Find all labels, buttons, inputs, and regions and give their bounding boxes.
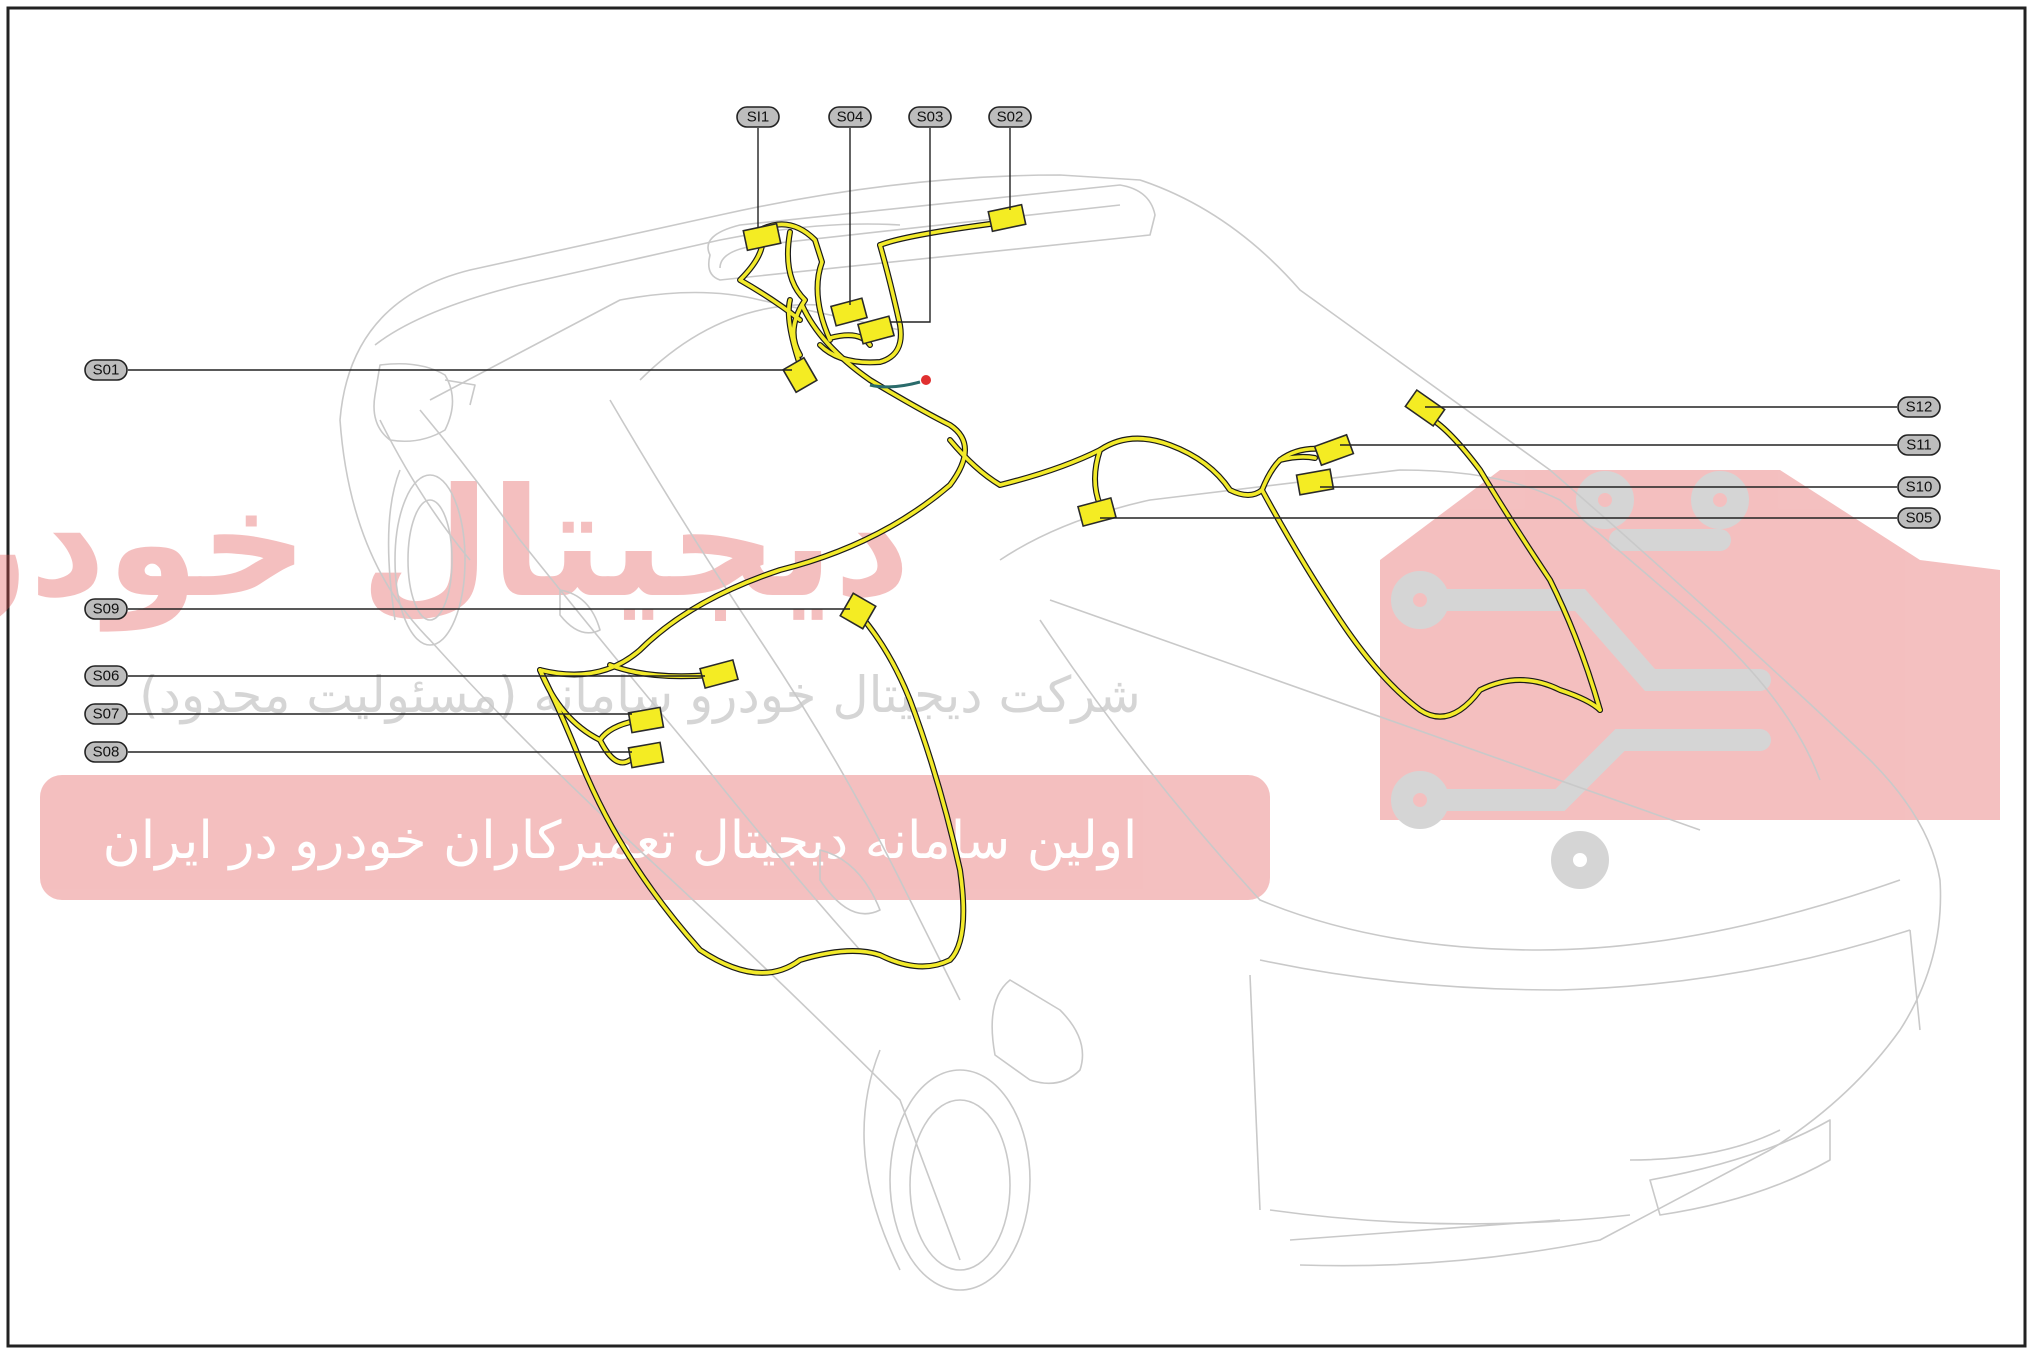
label-s10-text: S10 bbox=[1906, 479, 1933, 496]
label-s06[interactable]: S06 bbox=[84, 665, 128, 687]
watermark: اولین سامانه دیجیتال تعمیرکاران خودرو در… bbox=[0, 457, 2000, 900]
harness-segment bbox=[758, 222, 832, 342]
ground-terminal bbox=[921, 375, 931, 385]
label-s08-text: S08 bbox=[93, 744, 120, 761]
connector-s06[interactable] bbox=[699, 658, 739, 690]
label-s12-text: S12 bbox=[1906, 399, 1933, 416]
harness-segment bbox=[1260, 488, 1602, 719]
label-si1-text: SI1 bbox=[747, 109, 770, 126]
label-s12[interactable]: S12 bbox=[1897, 396, 1941, 418]
label-s11-text: S11 bbox=[1906, 437, 1932, 454]
harness-segment bbox=[878, 220, 1007, 247]
label-s02-text: S02 bbox=[997, 109, 1024, 126]
label-s07[interactable]: S07 bbox=[84, 703, 128, 725]
label-s03-text: S03 bbox=[917, 109, 944, 126]
label-s07-text: S07 bbox=[93, 706, 120, 723]
label-s09[interactable]: S09 bbox=[84, 598, 128, 620]
label-s09-text: S09 bbox=[93, 601, 120, 618]
connector-s11[interactable] bbox=[1313, 433, 1355, 467]
label-s11[interactable]: S11 bbox=[1897, 434, 1941, 456]
harness-segment bbox=[818, 243, 903, 365]
ground-wire bbox=[869, 380, 921, 389]
watermark-brand: دیجیتال خودرو bbox=[0, 457, 911, 632]
leader-lines bbox=[128, 128, 1897, 753]
label-s04[interactable]: S04 bbox=[828, 106, 872, 128]
harness-segment bbox=[948, 436, 1264, 497]
label-s05-text: S05 bbox=[1906, 510, 1933, 527]
diagram-frame bbox=[6, 6, 2027, 1348]
connectors bbox=[627, 203, 1446, 769]
harness-segment bbox=[786, 298, 802, 367]
connector-s02[interactable] bbox=[987, 203, 1027, 233]
label-s05[interactable]: S05 bbox=[1897, 507, 1941, 529]
connector-s04[interactable] bbox=[829, 297, 869, 327]
label-s01[interactable]: S01 bbox=[84, 359, 128, 381]
label-si1[interactable]: SI1 bbox=[736, 106, 780, 128]
harness-segment bbox=[538, 303, 967, 677]
label-s10[interactable]: S10 bbox=[1897, 476, 1941, 498]
connector-si1[interactable] bbox=[742, 222, 782, 252]
connector-s01[interactable] bbox=[782, 356, 818, 394]
car-outline bbox=[339, 174, 1942, 1291]
connector-s03[interactable] bbox=[856, 315, 896, 345]
harness-segment bbox=[538, 613, 966, 975]
label-s03[interactable]: S03 bbox=[908, 106, 952, 128]
connector-s09[interactable] bbox=[839, 592, 877, 630]
connector-s08[interactable] bbox=[627, 741, 665, 769]
label-s04-text: S04 bbox=[837, 109, 864, 126]
connector-labels: SI1 S04 S03 S02 S01 S12 S11 S10 bbox=[84, 106, 1941, 763]
label-s06-text: S06 bbox=[93, 668, 120, 685]
harness-segment bbox=[1428, 416, 1602, 712]
harness-core bbox=[538, 220, 1602, 975]
connector-s12[interactable] bbox=[1404, 388, 1446, 428]
label-s08[interactable]: S08 bbox=[84, 741, 128, 763]
connector-s10[interactable] bbox=[1295, 468, 1335, 496]
label-s02[interactable]: S02 bbox=[988, 106, 1032, 128]
connector-s07[interactable] bbox=[627, 706, 665, 734]
label-s01-text: S01 bbox=[93, 362, 120, 379]
connector-s05[interactable] bbox=[1077, 496, 1117, 528]
